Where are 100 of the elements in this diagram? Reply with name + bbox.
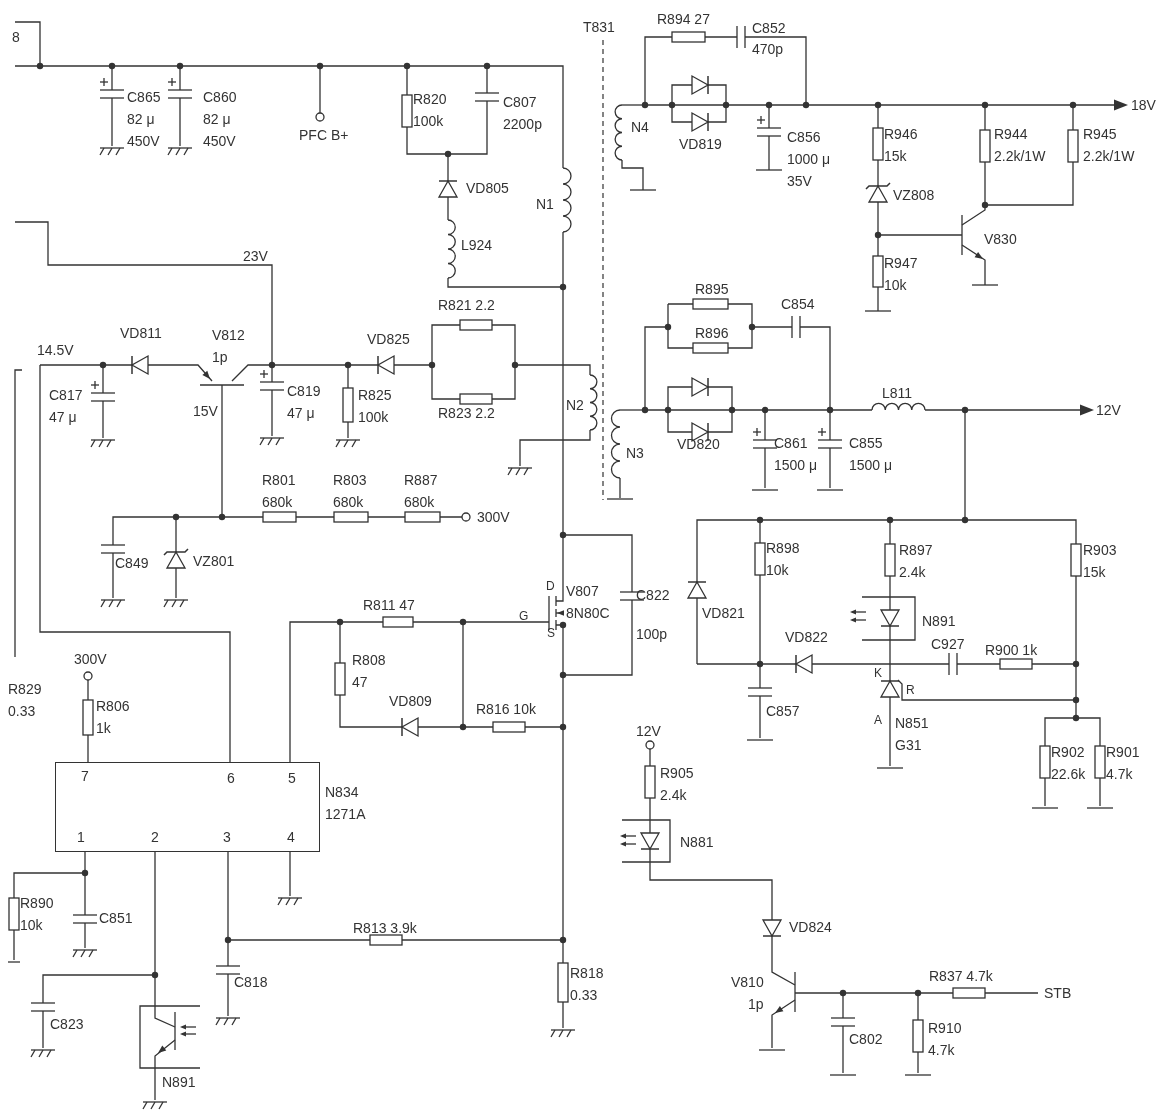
value-label: 100k	[413, 114, 444, 128]
value-label: 35V	[787, 174, 812, 188]
voltage-label: 14.5V	[37, 343, 74, 357]
component-label: C857	[766, 704, 800, 718]
component-label: N4	[631, 120, 649, 134]
component-label: C861	[774, 436, 808, 450]
terminal-number: 8	[12, 30, 20, 44]
component-label: R816 10k	[476, 702, 536, 716]
pin-label: D	[546, 580, 555, 592]
component-label: R820	[413, 92, 447, 106]
value-label: 2200p	[503, 117, 542, 131]
component-label: R897	[899, 543, 933, 557]
value-label: 82 μ	[203, 112, 231, 126]
component-label: R821 2.2	[438, 298, 495, 312]
component-label: N891	[922, 614, 956, 628]
value-label: 680k	[262, 495, 293, 509]
component-label: VZ801	[193, 554, 235, 568]
component-label: VD811	[120, 326, 162, 340]
component-label: C851	[99, 911, 133, 925]
value-label: 1p	[748, 997, 764, 1011]
component-label: C865	[127, 90, 161, 104]
component-label: N3	[626, 446, 644, 460]
component-label: VD809	[389, 694, 432, 708]
component-label: R808	[352, 653, 386, 667]
component-label: VD819	[679, 137, 722, 151]
component-label: R902	[1051, 745, 1085, 759]
component-label: C855	[849, 436, 883, 450]
voltage-label: STB	[1044, 986, 1072, 1000]
component-label: R945	[1083, 127, 1117, 141]
component-label: VD822	[785, 630, 828, 644]
voltage-label: 300V	[477, 510, 510, 524]
pin-number: 5	[288, 771, 296, 785]
value-label: 470p	[752, 42, 784, 56]
component-label: R813 3.9k	[353, 921, 417, 935]
component-label: C860	[203, 90, 237, 104]
value-label: 1000 μ	[787, 152, 831, 166]
value-label: 8N80C	[566, 606, 610, 620]
component-label: C818	[234, 975, 268, 989]
pin-number: 1	[77, 830, 85, 844]
voltage-label: 15V	[193, 404, 218, 418]
value-label: 2.4k	[899, 565, 926, 579]
voltage-label: 18V	[1131, 98, 1156, 112]
value-label: 0.33	[570, 988, 598, 1002]
component-label: N881	[680, 835, 714, 849]
component-label: C822	[636, 588, 670, 602]
value-label: 1500 μ	[849, 458, 893, 472]
component-label: R898	[766, 541, 800, 555]
value-label: 47	[352, 675, 368, 689]
component-label: C817	[49, 388, 83, 402]
voltage-label: 12V	[1096, 403, 1121, 417]
value-label: 2.4k	[660, 788, 687, 802]
pin-number: 2	[151, 830, 159, 844]
component-label: VD820	[677, 437, 720, 451]
value-label: 10k	[766, 563, 789, 577]
component-label: R829	[8, 682, 42, 696]
component-label: R818	[570, 966, 604, 980]
value-label: 680k	[333, 495, 364, 509]
component-label: C852	[752, 21, 786, 35]
component-label: R825	[358, 388, 392, 402]
voltage-label: 12V	[636, 724, 661, 738]
value-label: 450V	[127, 134, 160, 148]
component-label: R900 1k	[985, 643, 1038, 657]
pin-number: 4	[287, 830, 295, 844]
component-label: VD824	[789, 920, 832, 934]
value-label: 2.2k/1W	[994, 149, 1046, 163]
component-label: R905	[660, 766, 694, 780]
value-label: 0.33	[8, 704, 36, 718]
value-label: 450V	[203, 134, 236, 148]
pin-label: S	[547, 627, 555, 639]
component-label: C823	[50, 1017, 84, 1031]
value-label: G31	[895, 738, 922, 752]
component-label: C819	[287, 384, 321, 398]
component-label: R894 27	[657, 12, 710, 26]
pin-number: 3	[223, 830, 231, 844]
component-label: N851	[895, 716, 929, 730]
value-label: 1k	[96, 721, 111, 735]
pin-label: A	[874, 714, 882, 726]
component-label: R801	[262, 473, 296, 487]
pin-number: 7	[81, 769, 89, 783]
component-label: N1	[536, 197, 554, 211]
component-label: R806	[96, 699, 130, 713]
component-label: R947	[884, 256, 918, 270]
component-label: R901	[1106, 745, 1140, 759]
component-label: V807	[566, 584, 599, 598]
voltage-label: 300V	[74, 652, 107, 666]
component-label: N2	[566, 398, 584, 412]
component-label: N834	[325, 785, 359, 799]
value-label: 47 μ	[49, 410, 77, 424]
component-label: C802	[849, 1032, 883, 1046]
voltage-label: PFC B+	[299, 128, 349, 142]
value-label: 100k	[358, 410, 389, 424]
value-label: 82 μ	[127, 112, 155, 126]
component-label: R823 2.2	[438, 406, 495, 420]
component-label: R803	[333, 473, 367, 487]
value-label: 4.7k	[1106, 767, 1133, 781]
component-label: T831	[583, 20, 615, 34]
value-label: 4.7k	[928, 1043, 955, 1057]
pin-label: G	[519, 610, 529, 622]
value-label: 22.6k	[1051, 767, 1086, 781]
component-label: R811 47	[363, 598, 415, 612]
